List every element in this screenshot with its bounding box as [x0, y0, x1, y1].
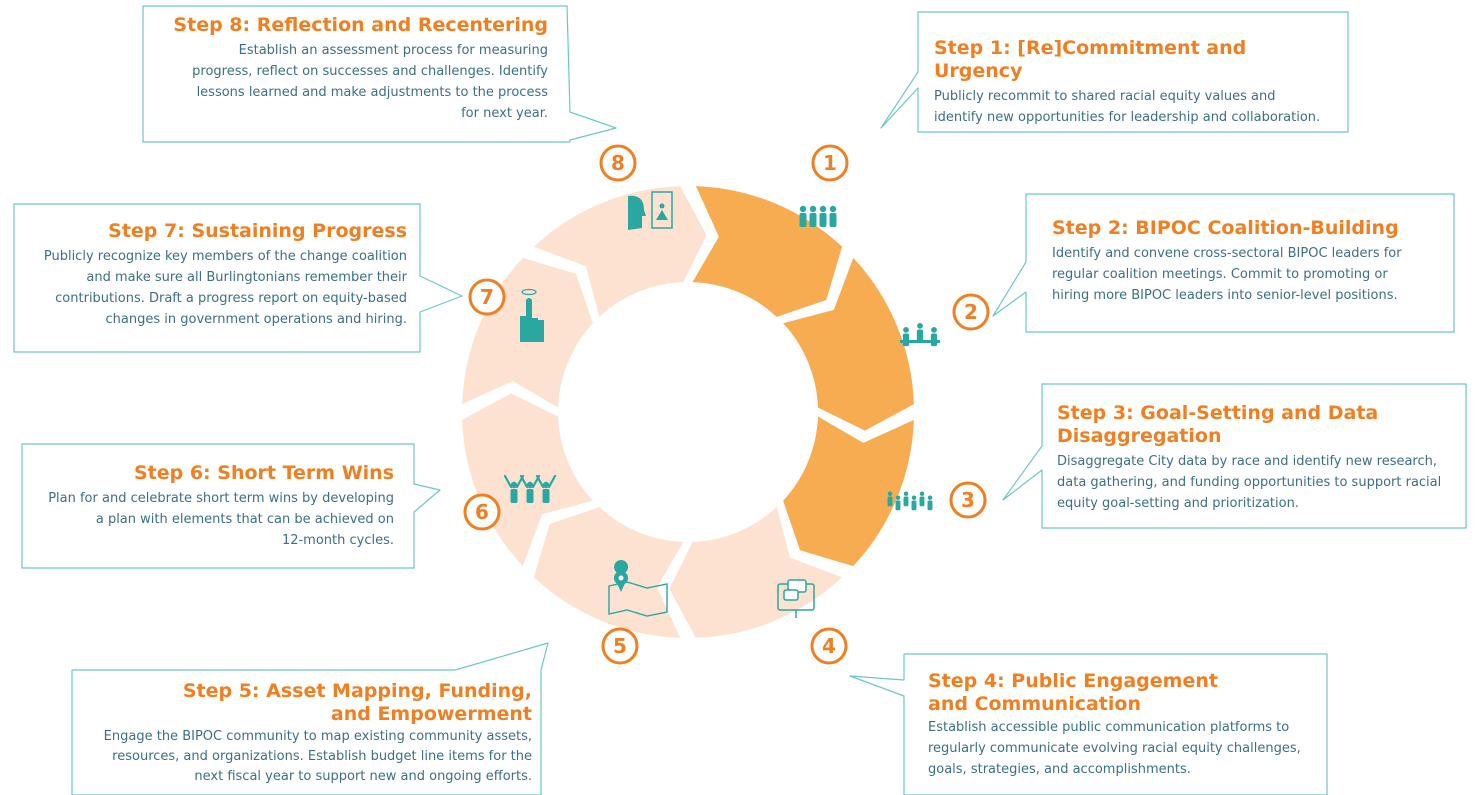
step-badge-8 — [599, 144, 637, 182]
callout-outline-4 — [992, 193, 1455, 333]
callout-step-4-text: Establish accessible public communicatio… — [928, 720, 1301, 777]
callout-step-2: Step 2: BIPOC Coalition-Building Identif… — [1052, 217, 1447, 306]
step-badge-1 — [811, 144, 849, 182]
callout-step-1-text: Publicly recommit to shared racial equit… — [934, 89, 1321, 125]
callout-step-6-title: Step 6: Short Term Wins — [133, 462, 394, 484]
ring-segment-2 — [783, 257, 914, 431]
callout-outline-7 — [71, 642, 549, 795]
step-badge-4 — [810, 627, 848, 665]
callout-step-2-text: Identify and convene cross-sectoral BIPO… — [1052, 246, 1402, 303]
ring-segment-4 — [669, 507, 843, 638]
callout-step-8-title: Step 8: Reflection and Recentering — [173, 14, 548, 36]
callout-step-4-title: Step 4: Public Engagement and Communicat… — [928, 670, 1218, 715]
step-number-1: 1 — [823, 151, 837, 175]
callout-outline-1 — [142, 5, 617, 143]
callout-step-5-text: Engage the BIPOC community to map existi… — [103, 729, 532, 784]
callout-step-5-title: Step 5: Asset Mapping, Funding, and Empo… — [182, 680, 532, 725]
callout-outline-3 — [13, 203, 463, 353]
step-number-7: 7 — [480, 285, 494, 309]
callout-step-3-text: Disaggregate City data by race and ident… — [1057, 454, 1442, 511]
callout-step-8: Step 8: Reflection and Recentering Estab… — [150, 14, 548, 124]
chat-monitor-icon — [777, 579, 815, 618]
callout-step-3-title: Step 3: Goal-Setting and Data Disaggrega… — [1057, 402, 1379, 447]
step-badge-2 — [952, 293, 990, 331]
group-of-people-icon — [799, 205, 837, 227]
callout-step-8-text: Establish an assessment process for meas… — [192, 43, 548, 121]
celebrating-people-icon — [503, 474, 557, 503]
raised-finger-icon — [520, 288, 544, 342]
callout-step-4: Step 4: Public Engagement and Communicat… — [928, 670, 1320, 780]
callout-step-6-text: Plan for and celebrate short term wins b… — [48, 491, 394, 548]
step-badges: 1 2 3 4 5 6 7 8 — [463, 144, 990, 665]
step-badge-5 — [601, 627, 639, 665]
step-number-6: 6 — [475, 500, 489, 524]
ring-segment-1 — [692, 186, 843, 317]
step-number-8: 8 — [611, 151, 625, 175]
ring-segment-5 — [533, 507, 684, 638]
crowd-icon — [887, 491, 933, 511]
step-icons — [503, 191, 940, 618]
callout-step-7-text: Publicly recognize key members of the ch… — [43, 249, 407, 327]
callout-step-1-title: Step 1: [Re]Commitment and Urgency — [934, 37, 1247, 82]
meeting-table-icon — [900, 323, 940, 347]
reflection-mirror-icon — [628, 191, 673, 230]
step-badge-7 — [468, 278, 506, 316]
callout-step-1: Step 1: [Re]Commitment and Urgency Publi… — [934, 37, 1334, 128]
step-number-3: 3 — [961, 488, 975, 512]
callout-step-3: Step 3: Goal-Setting and Data Disaggrega… — [1057, 402, 1467, 514]
ring-segment-3 — [783, 416, 914, 567]
callout-outline-6 — [21, 443, 441, 569]
map-pin-icon — [608, 560, 668, 617]
callout-step-7-title: Step 7: Sustaining Progress — [108, 220, 407, 242]
step-number-2: 2 — [964, 300, 978, 324]
callout-outlines — [13, 5, 1467, 795]
callout-step-7: Step 7: Sustaining Progress Publicly rec… — [20, 220, 407, 330]
step-badge-3 — [949, 481, 987, 519]
step-badge-6 — [463, 493, 501, 531]
ring-segments — [462, 186, 914, 638]
step-number-5: 5 — [613, 634, 627, 658]
callout-step-2-title: Step 2: BIPOC Coalition-Building — [1052, 217, 1399, 239]
callout-outline-5 — [1002, 383, 1467, 529]
step-number-4: 4 — [822, 634, 836, 658]
callout-step-5: Step 5: Asset Mapping, Funding, and Empo… — [80, 680, 532, 787]
callout-outline-8 — [849, 653, 1328, 795]
callout-outline-2 — [880, 11, 1349, 133]
callout-step-6: Step 6: Short Term Wins Plan for and cel… — [28, 462, 394, 551]
